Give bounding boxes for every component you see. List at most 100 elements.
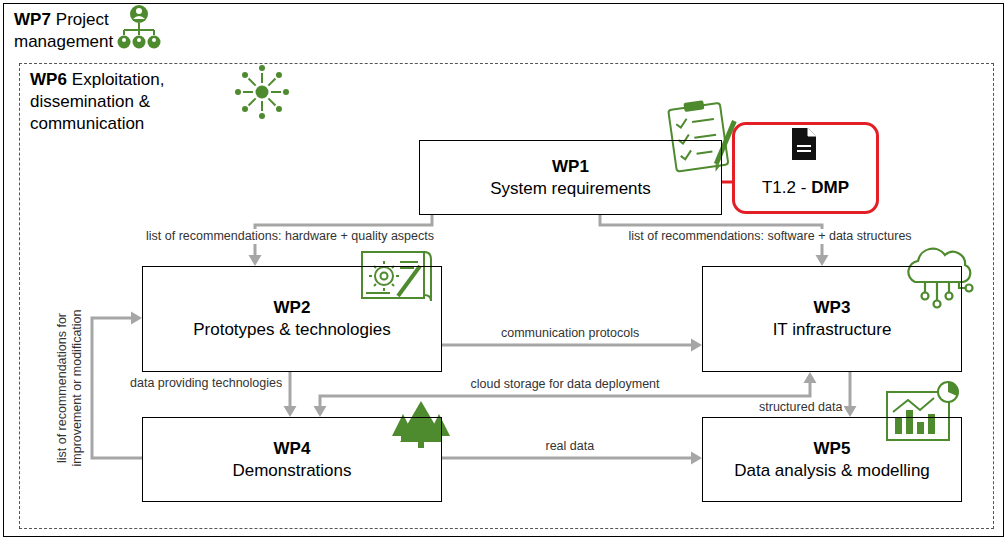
icon-part <box>249 98 256 105</box>
connector-line <box>722 181 732 184</box>
connector-line <box>442 344 693 347</box>
icon-part <box>437 435 441 442</box>
package-title: Data analysis & modelling <box>734 460 930 482</box>
icon-part <box>808 128 816 136</box>
icon-part <box>381 273 388 280</box>
icon-part <box>946 293 953 300</box>
icon-part <box>711 121 740 164</box>
icon-part <box>797 146 811 151</box>
clipboard-icon <box>668 96 741 175</box>
edge-label: list of recommendations for improvement … <box>55 286 85 490</box>
icon-part <box>375 267 393 285</box>
icon-part <box>242 106 248 112</box>
edge-label: data providing technologies <box>128 376 284 391</box>
icon-part <box>137 38 141 42</box>
icon-part <box>283 89 289 95</box>
arrow-head <box>249 255 262 266</box>
task-id: T1.2 - <box>762 178 806 197</box>
icon-part <box>256 86 269 99</box>
icon-part <box>118 36 131 49</box>
icon-part <box>401 435 405 442</box>
edge-label: list of recommendations: hardware + qual… <box>144 229 436 244</box>
workpackage-region: WP6Exploitation, dissemination & communi… <box>19 63 994 529</box>
icon-part <box>130 5 148 23</box>
icon-part <box>259 113 265 119</box>
document-icon <box>792 128 816 160</box>
icon-part <box>268 98 275 105</box>
icon-part <box>242 72 248 78</box>
text-group: WP7Project management <box>14 9 126 53</box>
edge-label: real data <box>544 439 597 454</box>
icon-part <box>922 293 929 300</box>
icon-part <box>683 100 704 112</box>
icon-part <box>692 119 718 154</box>
package-id: WP6 <box>30 70 67 89</box>
edge-label: communication protocols <box>499 326 641 341</box>
icon-part <box>925 282 966 300</box>
task-box: T1.2 - DMP <box>732 122 879 214</box>
icon-part <box>268 79 275 86</box>
icon-part <box>715 164 720 170</box>
arrow-head <box>691 452 702 465</box>
project-frame: WP7Project managementWP6Exploitation, di… <box>3 3 1004 537</box>
team-icon <box>118 5 161 49</box>
icon-part <box>152 38 156 42</box>
edge-label: structured data <box>757 400 844 415</box>
connector-line <box>289 372 292 408</box>
process-box: WP1System requirements <box>419 140 722 215</box>
icon-part <box>235 89 241 95</box>
icon-part <box>243 91 253 93</box>
package-title: Demonstrations <box>232 460 351 482</box>
icon-part <box>122 38 126 42</box>
arrow-head <box>131 312 142 325</box>
icon-part <box>418 441 424 448</box>
connector-line <box>849 372 852 408</box>
process-box: WP4Demonstrations <box>142 417 442 502</box>
text-group: WP4Demonstrations <box>232 438 351 482</box>
icon-part <box>398 266 420 296</box>
cloud-icon <box>908 249 972 308</box>
package-id: WP4 <box>232 438 351 460</box>
arrow-head <box>284 406 297 417</box>
arrow-head <box>804 372 817 383</box>
flow-arrow <box>844 372 857 417</box>
icon-part <box>276 72 282 78</box>
package-title: Prototypes & technologies <box>193 319 391 341</box>
icon-part <box>124 23 154 35</box>
blueprint-icon <box>362 252 431 301</box>
connector-line <box>442 457 693 460</box>
arrow-head <box>844 406 857 417</box>
icon-part <box>906 410 913 434</box>
text-group: T1.2 - DMP <box>762 177 849 199</box>
text-group: WP2Prototypes & technologies <box>193 297 391 341</box>
package-id: WP5 <box>734 438 930 460</box>
edge-label: cloud storage for data deployment <box>469 377 662 392</box>
package-title: System requirements <box>490 178 651 200</box>
icon-part <box>934 301 941 308</box>
icon-part <box>133 16 145 19</box>
icon-part <box>261 73 263 83</box>
icon-part <box>259 65 265 71</box>
icon-part <box>938 382 958 402</box>
package-id: WP7 <box>14 10 51 29</box>
icon-part <box>917 422 924 434</box>
chart-icon <box>887 382 958 440</box>
arrow-head <box>816 255 829 266</box>
icon-part <box>271 91 281 93</box>
text-group: WP5Data analysis & modelling <box>734 438 930 482</box>
text-group: WP3IT infrastructure <box>773 297 892 341</box>
icon-part <box>424 252 431 301</box>
process-box: WP5Data analysis & modelling <box>702 417 962 502</box>
icon-part <box>948 382 958 396</box>
arrow-head <box>691 339 702 352</box>
icon-part <box>792 128 816 160</box>
icon-part <box>261 101 263 111</box>
icon-part <box>893 398 934 412</box>
process-box: WP3IT infrastructure <box>702 266 962 372</box>
process-box: WP2Prototypes & technologies <box>142 266 442 372</box>
icon-part <box>249 79 256 86</box>
package-id: WP3 <box>773 297 892 319</box>
edge-label: list of recommendations: software + data… <box>627 229 914 244</box>
task-code: DMP <box>811 178 849 197</box>
